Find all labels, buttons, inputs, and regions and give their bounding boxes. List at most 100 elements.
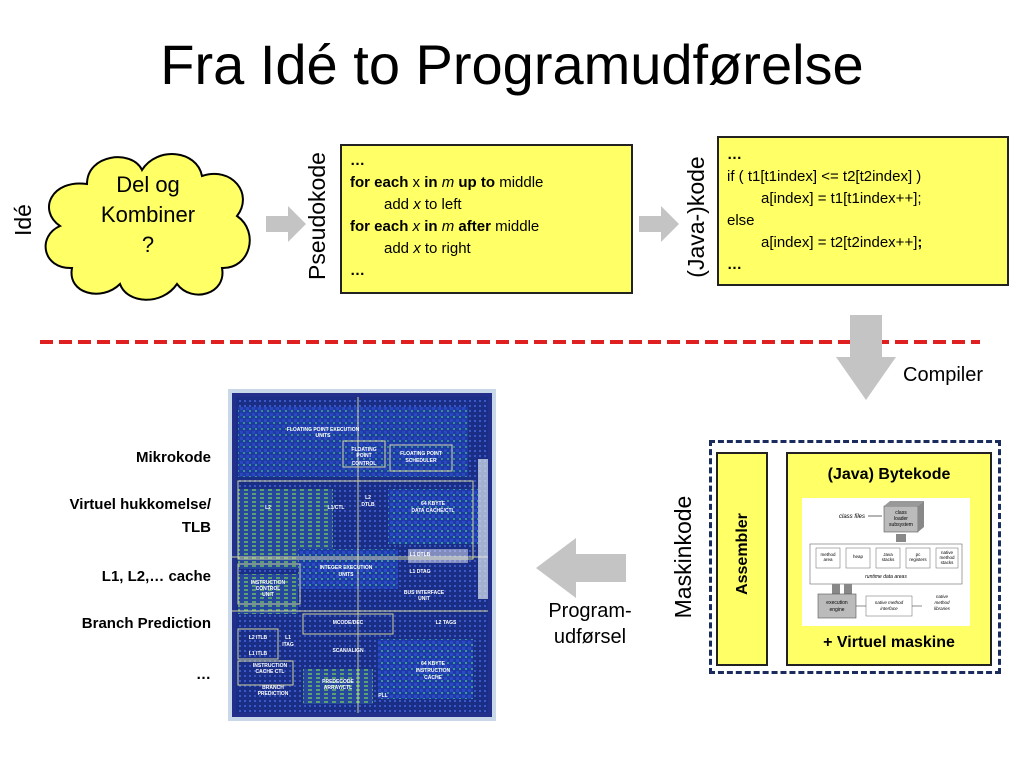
execution-label: Program- udførsel bbox=[520, 598, 660, 650]
jvm-area-pc-2: registers bbox=[909, 557, 927, 562]
cpu-item-cache: L1, L2,… cache bbox=[101, 568, 211, 585]
cpu-item-branch-prediction: Branch Prediction bbox=[81, 615, 211, 632]
jvm-native-lib-3: libraries bbox=[934, 606, 951, 611]
jvm-area-stacks-2: stacks bbox=[882, 557, 896, 562]
die-int-1: INTEGER EXECUTION bbox=[320, 565, 373, 571]
pseudo-line-5: add x to right bbox=[384, 240, 471, 257]
java-line-2: if ( t1[t1index] <= t2[t2index] ) bbox=[727, 168, 922, 185]
die-l2: L2 bbox=[265, 505, 271, 511]
die-branch-1: BRANCH bbox=[262, 685, 284, 691]
compiler-label: Compiler bbox=[903, 364, 984, 386]
cloud-line-2: Kombiner bbox=[101, 202, 195, 227]
die-bus-1: BUS INTERFACE bbox=[404, 590, 445, 596]
jvm-area-method-1: method bbox=[820, 552, 836, 557]
arrow-right-icon bbox=[266, 206, 306, 242]
machine-code-label: Maskinkode bbox=[670, 495, 696, 619]
die-l1dtlb: L1 DTLB bbox=[410, 552, 431, 558]
cloud-line-3: ? bbox=[142, 232, 154, 257]
jvm-area-method-2: area bbox=[823, 557, 833, 562]
assembler-box: Assembler bbox=[716, 452, 768, 666]
java-line-3: a[index] = t1[t1index++]; bbox=[761, 190, 922, 207]
die-l1itag-1: L1 bbox=[285, 635, 291, 641]
cpu-item-more: … bbox=[196, 666, 211, 683]
die-iccl-2: CACHE CTL bbox=[256, 669, 285, 675]
die-iccl-1: INSTRUCTION bbox=[253, 663, 288, 669]
pseudocode-box: … for each x in m up to middle add x to … bbox=[340, 144, 633, 294]
jvm-class-files: class files bbox=[839, 514, 865, 520]
die-int-2: UNITS bbox=[339, 572, 355, 578]
die-l1itag-2: ITAG bbox=[282, 642, 294, 648]
pseudo-line-2: for each x in m up to middle bbox=[350, 174, 544, 191]
java-code-label: (Java-)kode bbox=[683, 156, 709, 278]
pseudo-line-6: … bbox=[350, 262, 365, 279]
arrow-right-icon bbox=[639, 206, 679, 242]
die-fpu-1: FLOATING POINT EXECUTION bbox=[287, 427, 360, 433]
cpu-item-tlb: TLB bbox=[181, 519, 211, 536]
arrow-down-icon bbox=[836, 315, 896, 400]
die-ictl-3: UNIT bbox=[262, 592, 274, 598]
die-predecode-1: PREDECODE bbox=[322, 679, 354, 685]
die-bus-2: UNIT bbox=[418, 596, 430, 602]
die-fpctl-2: POINT bbox=[356, 453, 371, 459]
jvm-area-native-1: native bbox=[941, 550, 954, 555]
die-kbinstr-1: 64 KBYTE bbox=[421, 661, 446, 667]
die-fpu-2: UNITS bbox=[316, 433, 332, 439]
die-fpctl-1: FLOATING bbox=[351, 447, 376, 453]
die-fpsched-2: SCHEDULER bbox=[405, 458, 437, 464]
die-kbinstr-3: CACHE bbox=[424, 675, 442, 681]
java-line-4: else bbox=[727, 212, 755, 229]
die-fpctl-3: CONTROL bbox=[352, 461, 377, 467]
die-fpsched-1: FLOATING POINT bbox=[400, 451, 442, 457]
die-l2dtlb-1: L2 bbox=[365, 495, 371, 501]
jvm-runtime-areas: method area heap Java stacks pc register… bbox=[815, 547, 959, 569]
die-l1ctl: L1/CTL bbox=[328, 505, 345, 511]
cloud-line-1: Del og bbox=[116, 172, 180, 197]
java-code-box: … if ( t1[t1index] <= t2[t2index] ) a[in… bbox=[717, 136, 1009, 286]
pseudocode-label: Pseudokode bbox=[304, 152, 330, 280]
divider-line bbox=[40, 340, 980, 344]
bytecode-title: (Java) Bytekode bbox=[827, 466, 951, 483]
die-predecode-2: ARRAY/CTL bbox=[324, 685, 352, 691]
jvm-runtime-label: runtime data areas bbox=[865, 574, 907, 580]
pseudo-line-1: … bbox=[350, 152, 365, 169]
die-ictl-1: INSTRUCTION bbox=[251, 580, 286, 586]
jvm-area-heap: heap bbox=[853, 554, 864, 559]
die-l1dtag: L1 DTAG bbox=[409, 569, 430, 575]
die-l2tags: L2 TAGS bbox=[436, 620, 457, 626]
arrow-left-icon bbox=[536, 538, 626, 598]
die-l2itlb: L2 ITLB bbox=[249, 635, 268, 641]
die-pll: PLL bbox=[378, 693, 387, 699]
jvm-native-lib-2: method bbox=[934, 600, 950, 605]
execution-label-line-1: Program- bbox=[548, 600, 632, 622]
die-l1itlb: L1 ITLB bbox=[249, 651, 268, 657]
die-branch-2: PREDICTION bbox=[258, 691, 289, 697]
die-scan: SCAN/ALIGN bbox=[332, 648, 364, 654]
idea-cloud: Del og Kombiner ? bbox=[44, 153, 251, 301]
java-line-1: … bbox=[727, 146, 742, 163]
bytecode-box: (Java) Bytekode + Virtuel maskine class … bbox=[786, 452, 992, 666]
java-line-6: … bbox=[727, 256, 742, 273]
jvm-native-if-2: interface bbox=[880, 606, 898, 611]
pseudo-line-3: add x to left bbox=[384, 196, 462, 213]
die-ictl-2: CONTROL bbox=[256, 586, 281, 592]
jvm-native-lib-1: native bbox=[936, 594, 949, 599]
jvm-exec-2: engine bbox=[829, 607, 844, 613]
jvm-area-stacks-1: Java bbox=[883, 552, 893, 557]
die-kbinstr-2: INSTRUCTION bbox=[416, 668, 451, 674]
cpu-item-virtual-memory: Virtuel hukkomelse/ bbox=[69, 496, 211, 513]
die-kbdata-1: 64 KBYTE bbox=[421, 501, 446, 507]
jvm-loader-3: subsystem bbox=[889, 522, 913, 528]
execution-label-line-2: udførsel bbox=[553, 626, 627, 648]
cpu-item-microcode: Mikrokode bbox=[135, 449, 211, 466]
jvm-native-if-1: native method bbox=[875, 600, 904, 605]
cpu-die-image: FLOATING POINT EXECUTION UNITS FLOATING … bbox=[228, 389, 496, 721]
jvm-area-native-3: stacks bbox=[941, 560, 955, 565]
virtual-machine-label: + Virtuel maskine bbox=[823, 634, 955, 651]
jvm-area-native-2: method bbox=[939, 555, 955, 560]
java-line-5: a[index] = t2[t2index++]; bbox=[761, 234, 923, 251]
die-l2dtlb-2: DTLB bbox=[361, 502, 375, 508]
page-title: Fra Idé to Programudførelse bbox=[160, 33, 864, 96]
machine-code-frame bbox=[709, 440, 1001, 674]
jvm-loader-2: loader bbox=[894, 516, 908, 522]
die-kbdata-2: DATA CACHE/CTL bbox=[411, 508, 454, 514]
